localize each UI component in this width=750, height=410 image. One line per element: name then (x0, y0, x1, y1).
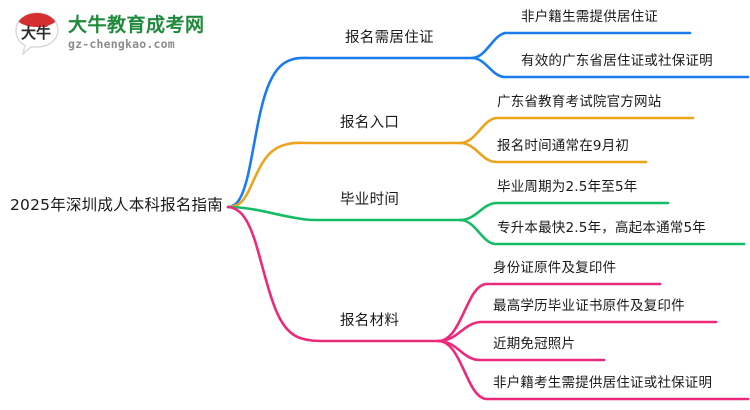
site-logo[interactable]: 大牛 大牛教育成考网 gz-chengkao.com (14, 8, 244, 58)
leaf-label-1-2[interactable]: 有效的广东省居住证或社保证明 (521, 53, 713, 69)
daniu-speech-bubble-logo-icon: 大牛 (14, 11, 60, 55)
logo-title: 大牛教育成考网 (68, 13, 205, 36)
svg-text:大牛: 大牛 (21, 24, 51, 42)
branch-label-4[interactable]: 报名材料 (340, 313, 400, 329)
leaf-label-2-2[interactable]: 报名时间通常在9月初 (497, 138, 630, 154)
root-node-label[interactable]: 2025年深圳成人本科报名指南 (10, 196, 223, 214)
logo-text-block: 大牛教育成考网 gz-chengkao.com (68, 13, 205, 51)
leaf-label-3-1[interactable]: 毕业周期为2.5年至5年 (497, 179, 638, 195)
branch-label-1[interactable]: 报名需居住证 (345, 30, 434, 46)
leaf-label-1-1[interactable]: 非户籍生需提供居住证 (521, 9, 658, 25)
logo-subtitle: gz-chengkao.com (68, 36, 175, 51)
leaf-label-3-2[interactable]: 专升本最快2.5年，高起本通常5年 (497, 220, 706, 236)
branch-label-3[interactable]: 毕业时间 (340, 192, 400, 208)
branch-label-2[interactable]: 报名入口 (340, 115, 400, 131)
leaf-label-2-1[interactable]: 广东省教育考试院官方网站 (497, 94, 662, 110)
leaf-label-4-4[interactable]: 非户籍考生需提供居住证或社保证明 (493, 375, 713, 391)
leaf-label-4-3[interactable]: 近期免冠照片 (493, 336, 576, 352)
leaf-label-4-2[interactable]: 最高学历毕业证书原件及复印件 (493, 298, 685, 314)
leaf-label-4-1[interactable]: 身份证原件及复印件 (493, 260, 617, 276)
